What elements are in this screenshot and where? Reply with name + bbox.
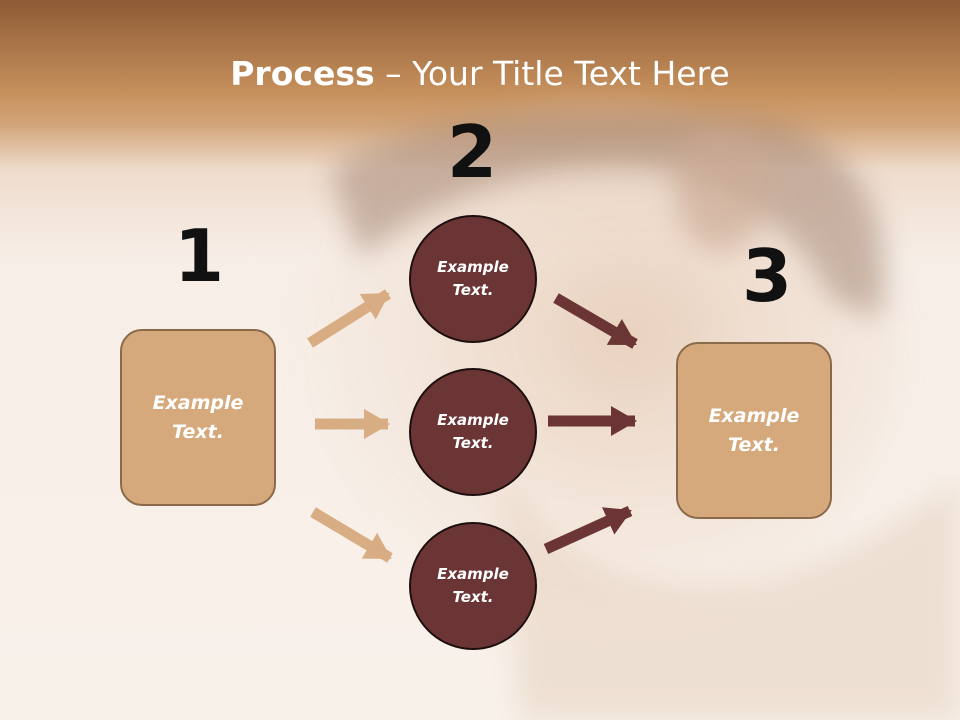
step-number-1: 1	[173, 214, 225, 298]
step-3-box: Example Text.	[676, 342, 832, 519]
title-bold: Process	[230, 54, 375, 93]
circle-text: Example Text.	[437, 565, 509, 606]
circle-text: Example Text.	[437, 411, 509, 452]
step-number-2: 2	[446, 110, 498, 194]
arrow-up-right	[307, 289, 391, 348]
circle-text: Example Text.	[437, 258, 509, 299]
arrow-down-right-2	[553, 293, 638, 349]
step-3-text: Example Text.	[708, 404, 800, 456]
arrow-up-right-2	[543, 505, 633, 555]
step-2-circle-middle: Example Text.	[409, 368, 537, 496]
step-1-box: Example Text.	[120, 329, 276, 506]
step-1-text: Example Text.	[152, 391, 244, 443]
arrow-down-right	[310, 507, 393, 563]
title-rest: – Your Title Text Here	[374, 54, 730, 93]
step-2-circle-top: Example Text.	[409, 215, 537, 343]
slide-title: Process – Your Title Text Here	[0, 52, 960, 96]
step-number-3: 3	[741, 234, 793, 318]
step-2-circle-bottom: Example Text.	[409, 522, 537, 650]
